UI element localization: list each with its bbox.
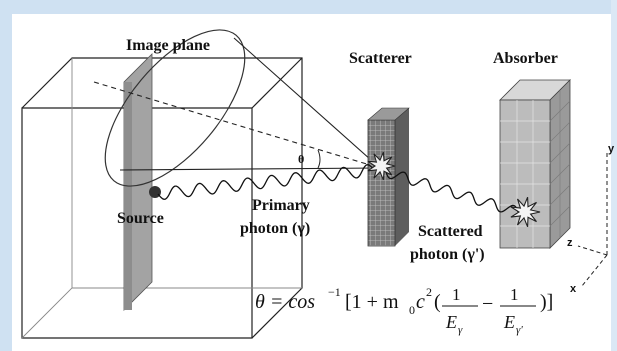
y-axis-label: y	[608, 143, 615, 155]
primary-photon-label-line1: Primary	[252, 197, 310, 214]
fraction1-sub: γ	[458, 324, 463, 336]
fraction2-numerator: 1	[510, 285, 519, 304]
equation-bracket-open: [1 + m	[345, 291, 399, 313]
theta-arc	[317, 149, 321, 169]
absorber-label: Absorber	[493, 50, 558, 67]
source-label: Source	[117, 210, 164, 227]
absorber-detector	[499, 79, 571, 249]
z-axis-label: z	[567, 237, 573, 249]
x-axis-label: x	[570, 283, 577, 295]
equation-paren-open: (	[434, 291, 441, 313]
scattered-photon-label-line2: photon (γ')	[410, 246, 485, 263]
fraction1-E: E	[445, 312, 457, 332]
equation-lhs: θ = cos	[255, 291, 315, 313]
coordinate-axes	[577, 150, 608, 287]
fraction2-E: E	[503, 312, 515, 332]
theta-label: θ	[298, 152, 304, 166]
equation-m-sub: 0	[409, 303, 415, 317]
equation-c-sup: 2	[426, 285, 432, 299]
primary-photon-label-line2: photon (γ)	[240, 220, 310, 237]
image-plane-label: Image plane	[126, 37, 210, 54]
scattered-photon-label-line1: Scattered	[418, 223, 483, 240]
scatterer-label: Scatterer	[349, 50, 412, 67]
primary-photon-wave	[157, 164, 375, 200]
cone-lines	[93, 37, 381, 171]
equation-close: )]	[540, 291, 553, 313]
compton-equation: θ = cos −1 [1 + m 0 c 2 ( 1 E γ − 1 E γ'…	[255, 285, 553, 336]
scatterer-detector	[367, 107, 410, 247]
compton-cone-ellipse	[104, 29, 246, 187]
frame-border-right	[611, 0, 617, 351]
frame-border-left	[0, 0, 12, 351]
absorption-interaction-burst	[510, 196, 541, 228]
scattered-photon-wave	[385, 171, 519, 213]
fraction1-numerator: 1	[452, 285, 461, 304]
equation-c: c	[416, 291, 425, 313]
image-volume-cube	[21, 57, 303, 339]
equation-inverse-sup: −1	[328, 285, 341, 299]
scatter-interaction-burst	[367, 151, 396, 181]
frame-border-top	[0, 0, 617, 14]
equation-minus: −	[482, 293, 493, 315]
image-plane-slab	[123, 53, 153, 311]
fraction2-sub: γ'	[516, 324, 523, 336]
